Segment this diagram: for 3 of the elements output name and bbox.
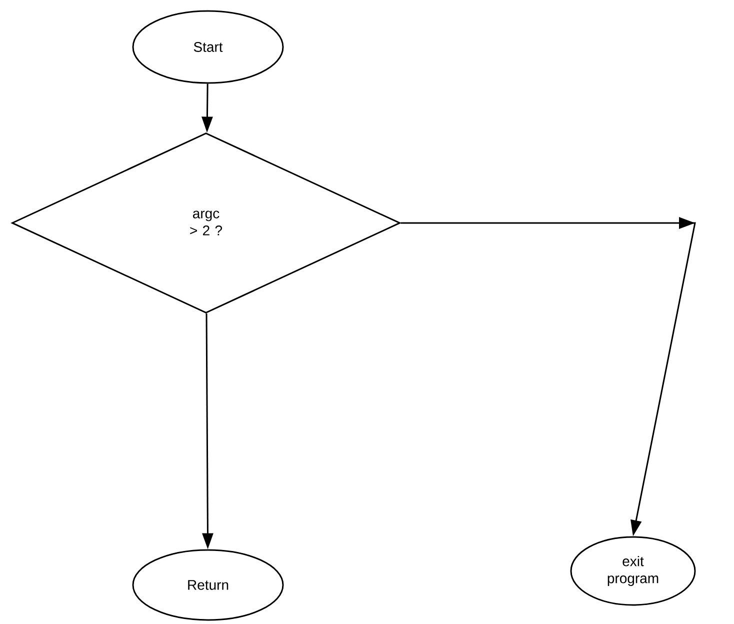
- start-oval: Start: [132, 10, 284, 84]
- end-oval: Return: [132, 549, 284, 621]
- end-oval: exit program: [570, 536, 696, 606]
